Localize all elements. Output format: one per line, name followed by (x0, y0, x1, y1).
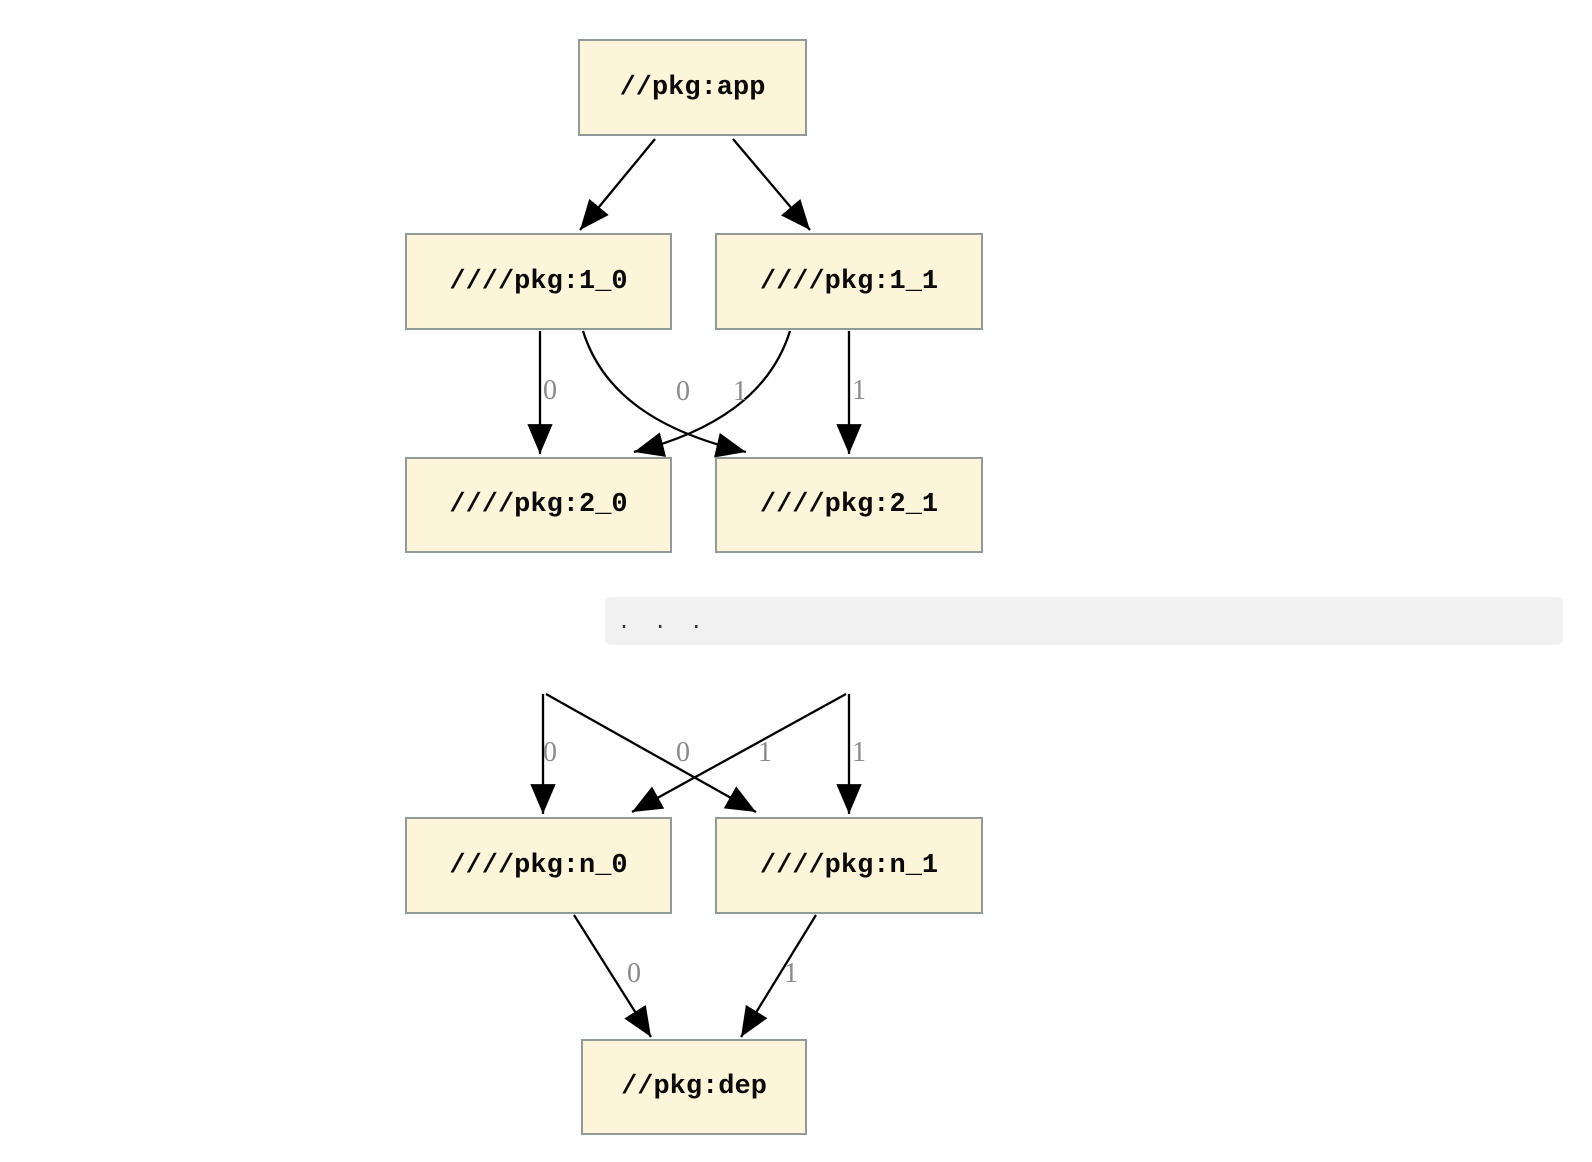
edge-app-to-1-1 (732, 138, 811, 231)
node-pkg-n-0: ////pkg:n_0 (405, 817, 672, 914)
edge-label: 1 (852, 737, 866, 768)
node-pkg-1-1: ////pkg:1_1 (715, 233, 983, 330)
ellipsis-text: . . . (618, 609, 703, 633)
edge-prev-to-n-0-cross (631, 692, 847, 814)
node-pkg-2-1: ////pkg:2_1 (715, 457, 983, 553)
edge-label: 0 (676, 737, 690, 768)
edge-app-to-1-0 (579, 138, 656, 231)
node-pkg-app: //pkg:app (578, 39, 807, 136)
edge-1-0-to-2-1 (581, 330, 747, 458)
edge-prev-to-n-1-cross (545, 692, 757, 814)
edge-label: 0 (676, 376, 690, 407)
node-pkg-1-0: ////pkg:1_0 (405, 233, 672, 330)
ellipsis-band: . . . (605, 597, 1563, 645)
edge-label: 1 (733, 376, 747, 407)
edge-label: 0 (543, 375, 557, 406)
node-pkg-dep: //pkg:dep (581, 1039, 807, 1135)
edge-label: 1 (758, 737, 772, 768)
edge-label: 1 (784, 958, 798, 989)
edge-label: 0 (627, 958, 641, 989)
edge-label: 0 (543, 737, 557, 768)
edge-1-1-to-2-0 (633, 330, 792, 457)
node-pkg-2-0: ////pkg:2_0 (405, 457, 672, 553)
edge-n-1-to-dep (740, 914, 817, 1038)
node-pkg-n-1: ////pkg:n_1 (715, 817, 983, 914)
edge-label: 1 (852, 375, 866, 406)
